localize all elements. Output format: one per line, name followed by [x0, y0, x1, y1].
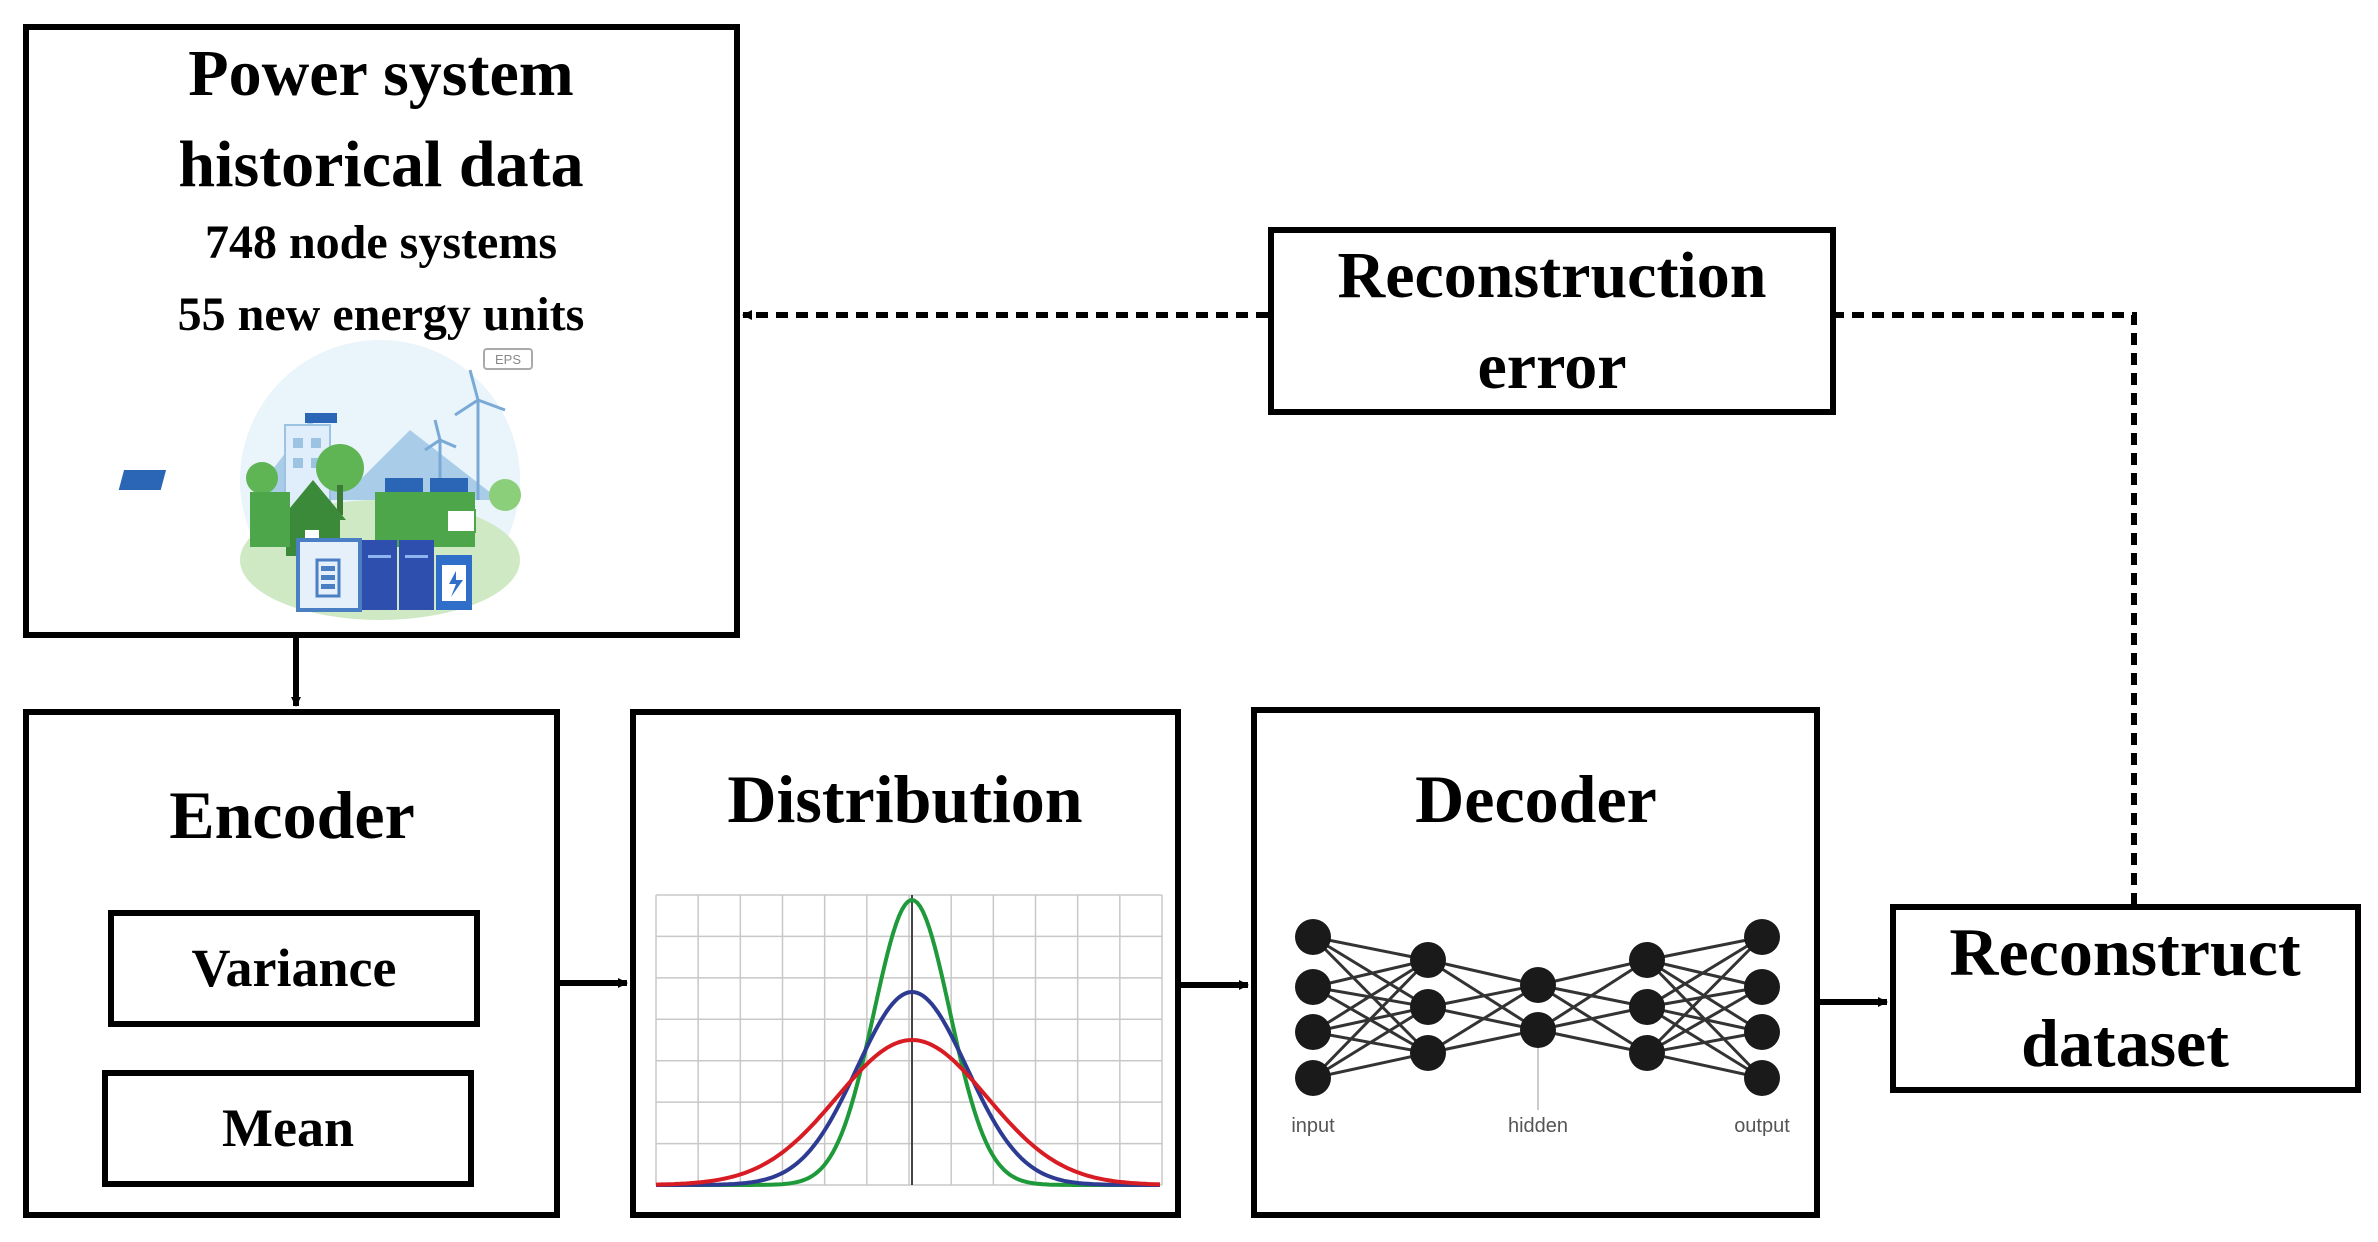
encoder-box: Encoder Variance Mean [23, 709, 560, 1218]
reconstruct-dataset-box: Reconstruct dataset [1890, 904, 2361, 1093]
nn-edge [1312, 935, 1429, 962]
mean-label: Mean [222, 1098, 354, 1158]
nn-node [1410, 942, 1446, 978]
source-detail-line1: 748 node systems [205, 216, 557, 269]
nn-edge [1537, 958, 1648, 987]
distribution-box: Distribution [630, 709, 1181, 1218]
nn-edge [1311, 958, 1430, 1080]
variance-label: Variance [192, 938, 397, 998]
nn-node [1295, 919, 1331, 955]
source-title-line2: historical data [178, 128, 583, 201]
nn-edge [1646, 1051, 1763, 1080]
nn-edge [1537, 1028, 1648, 1055]
house-icon [280, 480, 346, 520]
nn-node [1520, 967, 1556, 1003]
nn-node [1744, 1014, 1780, 1050]
reconstruction-error-box: Reconstruction error [1268, 227, 1836, 415]
green-energy-illustration: EPS [118, 340, 533, 620]
mean-box [102, 1070, 474, 1187]
nn-edge [1427, 958, 1539, 987]
distribution-title: Distribution [727, 761, 1082, 837]
arrows [291, 310, 2137, 1007]
reconstruction-error-line1: Reconstruction [1338, 239, 1767, 312]
reconstruct-line2: dataset [2021, 1005, 2229, 1081]
eps-badge [483, 348, 533, 370]
decoder-box: Decoder input hidden output [1251, 707, 1820, 1218]
nn-edge [1312, 958, 1429, 1034]
nn-node [1410, 1035, 1446, 1071]
nn-node [1629, 1035, 1665, 1071]
encoder-title: Encoder [169, 777, 415, 853]
nn-output-label: output [1734, 1115, 1790, 1137]
nn-edge [1312, 958, 1429, 989]
source-detail-line2: 55 new energy units [178, 288, 585, 341]
nn-node [1295, 1060, 1331, 1096]
source-box: Power system historical data 748 node sy… [23, 24, 740, 638]
source-title-line1: Power system [188, 37, 574, 110]
nn-node [1629, 989, 1665, 1025]
nn-node [1295, 1014, 1331, 1050]
nn-edge [1427, 983, 1539, 1055]
nn-node [1629, 942, 1665, 978]
reconstruction-error-line2: error [1478, 330, 1627, 403]
neural-network-nodes [1295, 919, 1780, 1096]
nn-node [1520, 1012, 1556, 1048]
solar-panel-icon [118, 470, 167, 490]
nn-node [1295, 969, 1331, 1005]
nn-edge [1646, 935, 1763, 962]
eps-badge-label: EPS [495, 352, 521, 367]
nn-edge [1537, 1005, 1648, 1032]
neural-network-edges [1311, 935, 1764, 1110]
blue-gaussian-curve [656, 989, 1160, 1187]
nn-edge [1646, 935, 1763, 1009]
nn-node [1744, 1060, 1780, 1096]
nn-node [1744, 969, 1780, 1005]
nn-edge [1312, 1005, 1429, 1080]
nn-edge [1646, 985, 1763, 1055]
feedback-dashed-line [1836, 312, 2137, 905]
nn-edge [1646, 1030, 1763, 1055]
variance-box [108, 910, 480, 1027]
nn-hidden-label: hidden [1508, 1115, 1568, 1137]
nn-edge [1537, 958, 1648, 1032]
distribution-curves [655, 898, 1161, 1187]
nn-edge [1427, 1028, 1539, 1055]
nn-edge [1312, 1051, 1429, 1080]
red-gaussian-curve [655, 1037, 1161, 1187]
nn-node [1744, 919, 1780, 955]
nn-edge [1427, 983, 1539, 1009]
nn-edge [1645, 935, 1764, 1055]
decoder-title: Decoder [1415, 761, 1657, 837]
nn-input-label: input [1291, 1115, 1335, 1137]
distribution-grid [655, 894, 1163, 1186]
tree-icon [316, 444, 364, 492]
nn-node [1410, 989, 1446, 1025]
reconstruct-line1: Reconstruct [1949, 914, 2301, 990]
